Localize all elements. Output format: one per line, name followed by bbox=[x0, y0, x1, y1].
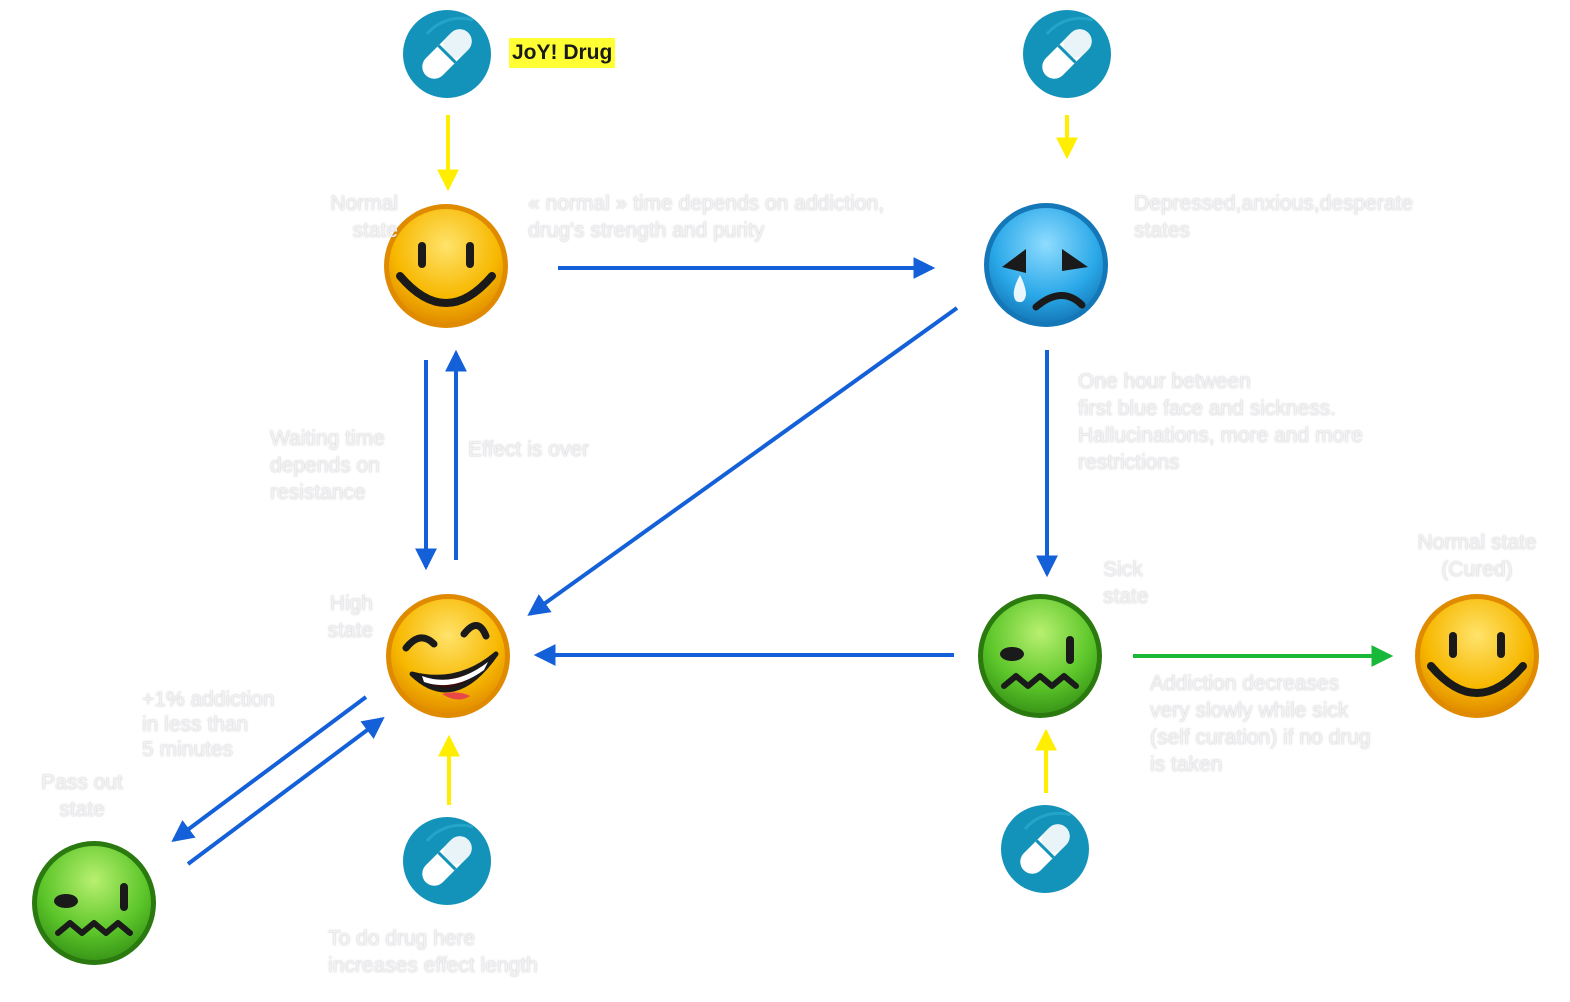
effect-over-note: Effect is over bbox=[468, 438, 589, 461]
pill-icon bbox=[999, 803, 1091, 895]
normal-state-face-icon bbox=[384, 204, 508, 328]
arrow-depressed-to-high bbox=[527, 306, 959, 616]
pill-icon bbox=[401, 815, 493, 907]
pass-out-state-face-icon bbox=[32, 841, 156, 965]
arrow-pass-out-to-high bbox=[186, 717, 385, 866]
high-state-face-icon bbox=[386, 594, 510, 718]
pill-icon bbox=[401, 8, 493, 100]
pill-icon bbox=[1021, 8, 1113, 100]
sick-state-face-icon bbox=[978, 594, 1102, 718]
normal-time-note: « normal » time depends on addiction,dru… bbox=[528, 192, 885, 242]
cured-state-face-icon bbox=[1415, 594, 1539, 718]
arrow-high-to-pass-out bbox=[171, 695, 368, 842]
drug-name-tag: JoY! Drug bbox=[509, 38, 616, 68]
cured-state-label: Normal state(Cured) bbox=[1417, 531, 1537, 581]
depressed-state-face-icon bbox=[984, 203, 1108, 327]
